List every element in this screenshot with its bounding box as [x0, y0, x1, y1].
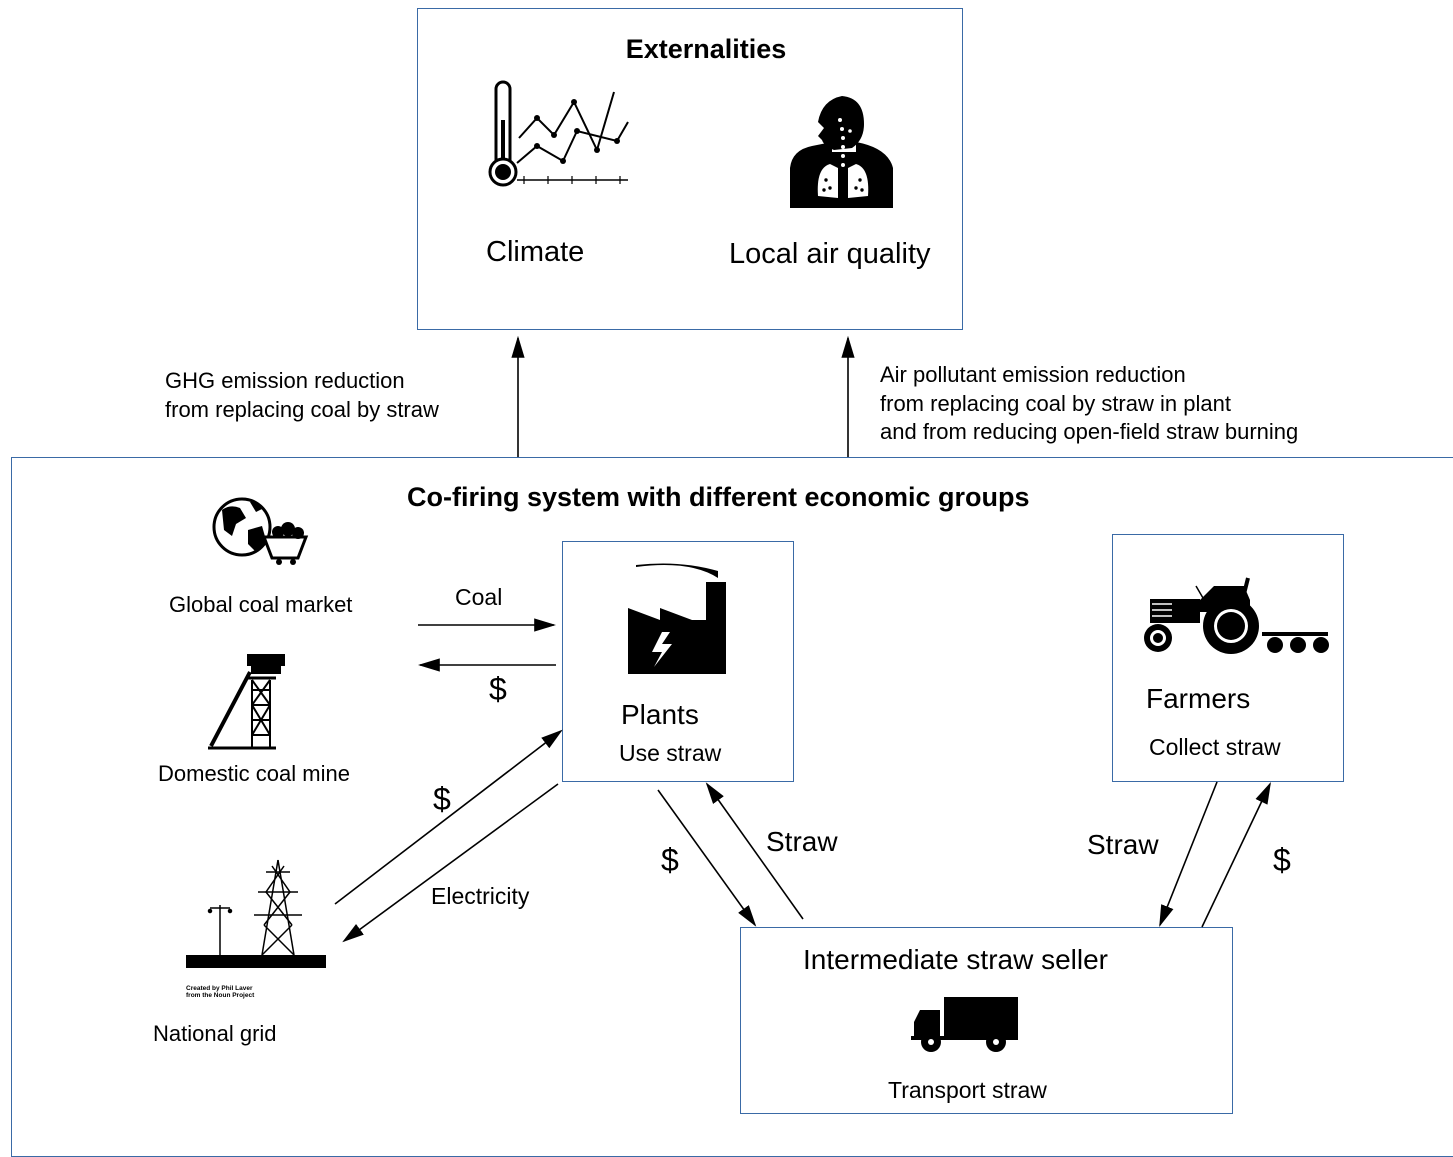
air-line-3: and from reducing open-field straw burni…	[880, 419, 1299, 444]
air-flow-label: Air pollutant emission reduction from re…	[880, 361, 1298, 447]
ghg-line-2: from replacing coal by straw	[165, 397, 439, 422]
externalities-title: Externalities	[625, 34, 787, 64]
noun-project-credit: Created by Phil Laver from the Noun Proj…	[186, 985, 254, 999]
globe-coal-cart-icon	[212, 497, 309, 565]
air-line-1: Air pollutant emission reduction	[880, 362, 1186, 387]
money-from-grid-arrow	[334, 729, 563, 905]
credit-line-2: from the Noun Project	[186, 992, 255, 999]
money-seller-label: $	[661, 842, 679, 878]
money-coal-label: $	[489, 671, 507, 707]
straw-seller-box	[740, 927, 1233, 1114]
straw-from-farmers-arrow	[1159, 781, 1218, 928]
coal-mine-headframe-icon	[208, 654, 285, 750]
power-pylon-icon	[186, 859, 326, 968]
global-coal-market-label: Global coal market	[169, 592, 353, 617]
farmers-role: Collect straw	[1149, 734, 1281, 760]
truck-icon	[911, 997, 1018, 1052]
local-air-quality-label: Local air quality	[729, 238, 931, 270]
plants-name: Plants	[621, 699, 699, 730]
money-to-farmers-arrow	[1201, 782, 1271, 928]
air-line-2: from replacing coal by straw in plant	[880, 390, 1231, 416]
money-to-seller-arrow	[657, 789, 757, 927]
farmers-name: Farmers	[1146, 683, 1251, 714]
money-grid-label: $	[433, 781, 451, 817]
climate-thermometer-icon	[488, 80, 629, 187]
power-plant-factory-icon	[628, 563, 726, 674]
plants-role: Use straw	[619, 740, 722, 766]
domestic-coal-mine-label: Domestic coal mine	[158, 761, 350, 786]
straw-from-farmers-label: Straw	[1087, 829, 1159, 860]
straw-to-plants-arrow	[705, 782, 804, 920]
system-title: Co-firing system with different economic…	[407, 482, 1030, 512]
straw-seller-role: Transport straw	[888, 1077, 1047, 1103]
straw-seller-name: Intermediate straw seller	[803, 944, 1109, 975]
farmers-box	[1112, 534, 1344, 782]
straw-to-plants-label: Straw	[766, 826, 838, 857]
plants-box	[562, 541, 794, 782]
electricity-arrow	[342, 783, 559, 943]
externalities-box	[417, 8, 963, 330]
credit-line-1: Created by Phil Laver	[186, 985, 253, 992]
electricity-flow-label: Electricity	[431, 883, 530, 909]
tractor-icon	[1144, 577, 1329, 654]
ghg-flow-label: GHG emission reduction from replacing co…	[165, 366, 439, 424]
person-lungs-icon	[790, 96, 893, 208]
national-grid-label: National grid	[153, 1021, 277, 1046]
coal-flow-label: Coal	[455, 584, 503, 610]
ghg-line-1: GHG emission reduction	[165, 368, 405, 393]
money-farmers-label: $	[1273, 842, 1291, 878]
climate-label: Climate	[486, 236, 585, 268]
